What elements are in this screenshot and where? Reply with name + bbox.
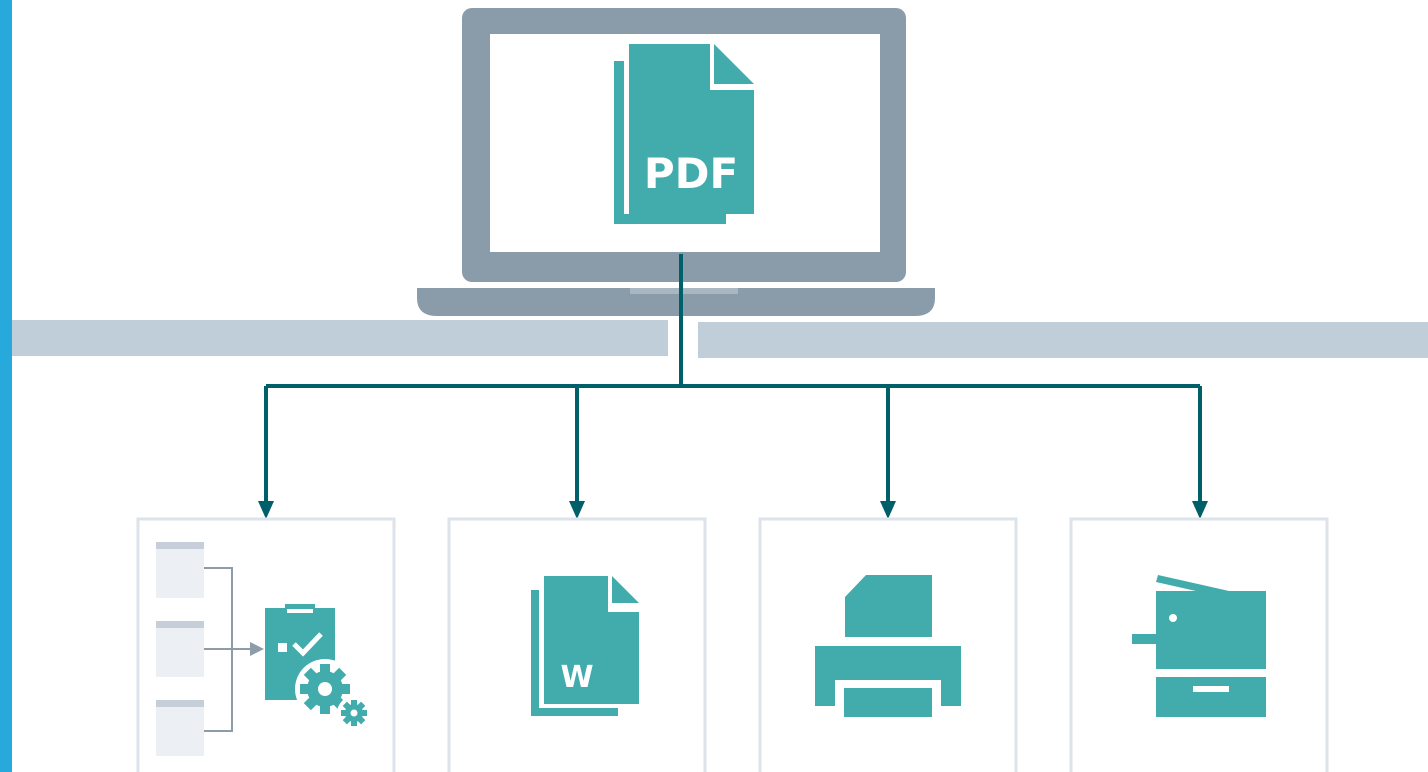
- multifunction-copier-icon: [1132, 575, 1266, 717]
- arrowhead-1: [258, 501, 274, 519]
- laptop-base-notch: [630, 288, 738, 294]
- connector-lines: [264, 254, 1202, 503]
- surface-bar-left: [12, 320, 668, 356]
- workflow-automation-icon: [156, 542, 371, 756]
- pdf-label: PDF: [644, 149, 738, 198]
- word-label: W: [560, 660, 593, 695]
- left-accent-bar: [0, 0, 12, 772]
- flow-bracket: [204, 567, 252, 732]
- connector-arrows: [258, 501, 1208, 519]
- surface-bar-right: [698, 322, 1428, 358]
- flow-arrow-icon: [250, 642, 264, 656]
- arrowhead-3: [880, 501, 896, 519]
- arrowhead-2: [569, 501, 585, 519]
- word-document-icon: W: [531, 576, 639, 716]
- gear-icon-small: [337, 696, 371, 730]
- arrowhead-4: [1192, 501, 1208, 519]
- output-card-3: [758, 517, 1018, 772]
- laptop-base: [417, 288, 935, 316]
- laptop: PDF: [417, 8, 935, 316]
- form-stack: [156, 542, 204, 756]
- printer-icon: [815, 575, 961, 720]
- pdf-document-icon: PDF: [614, 44, 754, 224]
